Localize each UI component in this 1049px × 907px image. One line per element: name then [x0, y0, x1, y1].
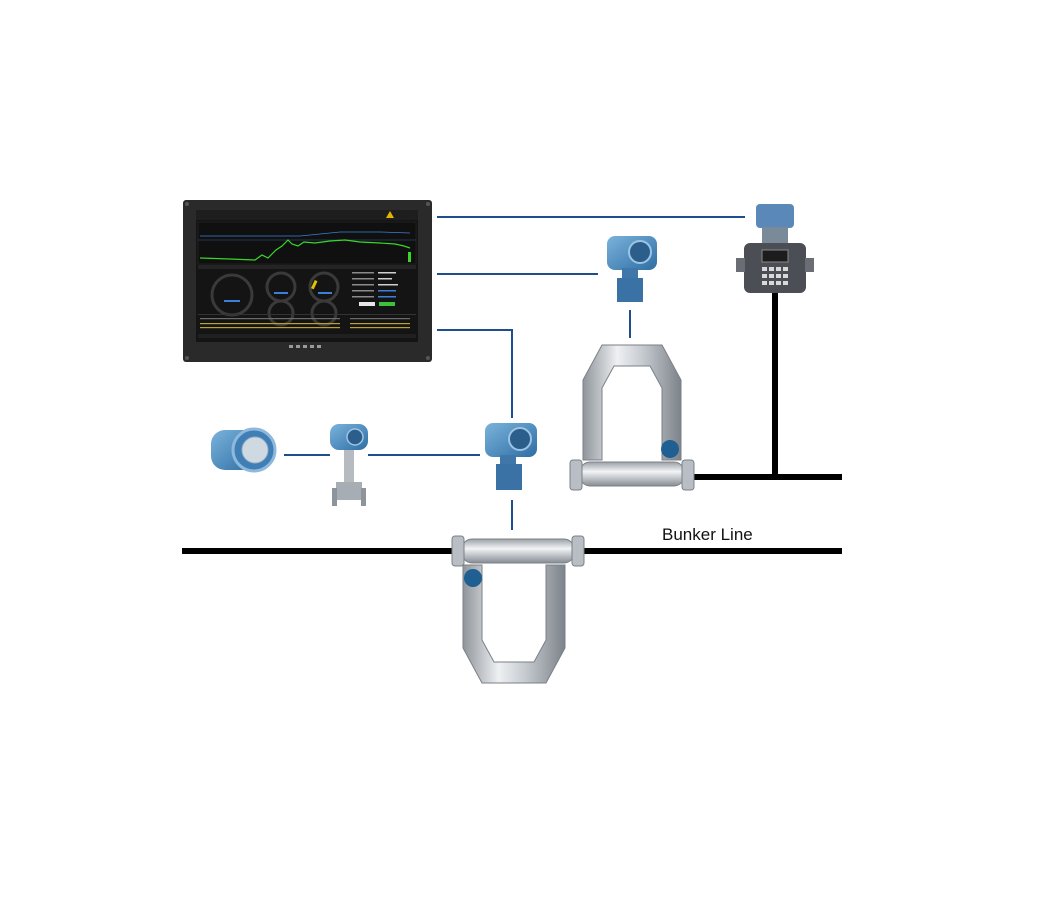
controller-body [744, 243, 806, 293]
monitor-info-panel [352, 272, 398, 298]
trend-line-green [199, 239, 411, 261]
meter-top-flange-right [681, 459, 695, 491]
transmitter-top-base [617, 278, 643, 302]
meter-top-sensor-cap [661, 440, 679, 458]
transmitter-top [607, 236, 657, 302]
pressure-sensor-round [211, 427, 277, 473]
valve-head-display [346, 428, 364, 446]
meter-bottom-body-pipe [461, 538, 575, 564]
meter-top-u-tube [582, 344, 682, 461]
monitor-data-table [198, 314, 416, 338]
transmitter-mid-base [496, 464, 522, 490]
gauge-5 [310, 299, 338, 327]
process-piping [182, 292, 842, 554]
meter-bottom-u-tube [462, 564, 566, 684]
gauge-needle-yellow [310, 279, 318, 290]
controller-side-port [736, 258, 745, 272]
monitor-screw [426, 356, 430, 360]
coriolis-meter-top [569, 344, 695, 491]
gauge-value-2 [274, 292, 288, 294]
monitor-screw [185, 202, 189, 206]
trend-marker [408, 252, 411, 262]
signal-wiring [284, 216, 745, 530]
sensor-display [241, 436, 269, 464]
meter-top-flange-left [569, 459, 583, 491]
monitor-top-bar [196, 210, 418, 220]
monitor-bezel-buttons [289, 345, 321, 348]
valve-transmitter [330, 424, 368, 506]
transmitter-middle [485, 423, 537, 490]
controller-display [761, 249, 789, 263]
monitor-toolbar-row [198, 265, 416, 269]
hmi-monitor [183, 200, 432, 362]
valve-body [336, 482, 362, 500]
transmitter-top-neck [622, 268, 638, 280]
gauge-value-1 [224, 300, 240, 302]
flow-computer-controller [736, 204, 814, 293]
gauge-3 [267, 299, 295, 327]
monitor-button-green [379, 302, 395, 306]
bunker-line-label: Bunker Line [662, 525, 753, 544]
controller-top-cap [756, 204, 794, 228]
controller-side-port [805, 258, 814, 272]
warning-icon [386, 211, 394, 218]
meter-bottom-sensor-cap [464, 569, 482, 587]
monitor-screw [185, 356, 189, 360]
transmitter-mid-display [508, 427, 532, 451]
coriolis-meter-bottom [451, 535, 585, 684]
meter-bottom-flange-left [451, 535, 465, 567]
valve-stem [344, 450, 354, 486]
valve-port-left [332, 488, 337, 506]
gauge-value-3 [318, 292, 332, 294]
signal-line-monitor-to-mid-transmitter [437, 329, 513, 418]
meter-bottom-flange-right [571, 535, 585, 567]
transmitter-top-display [628, 240, 652, 264]
controller-keypad [762, 267, 788, 285]
valve-port-right [361, 488, 366, 506]
meter-top-body-pipe [579, 461, 685, 487]
controller-neck [762, 227, 788, 245]
monitor-button-white [359, 302, 375, 306]
monitor-screw [426, 202, 430, 206]
trend-line-blue [200, 231, 411, 237]
